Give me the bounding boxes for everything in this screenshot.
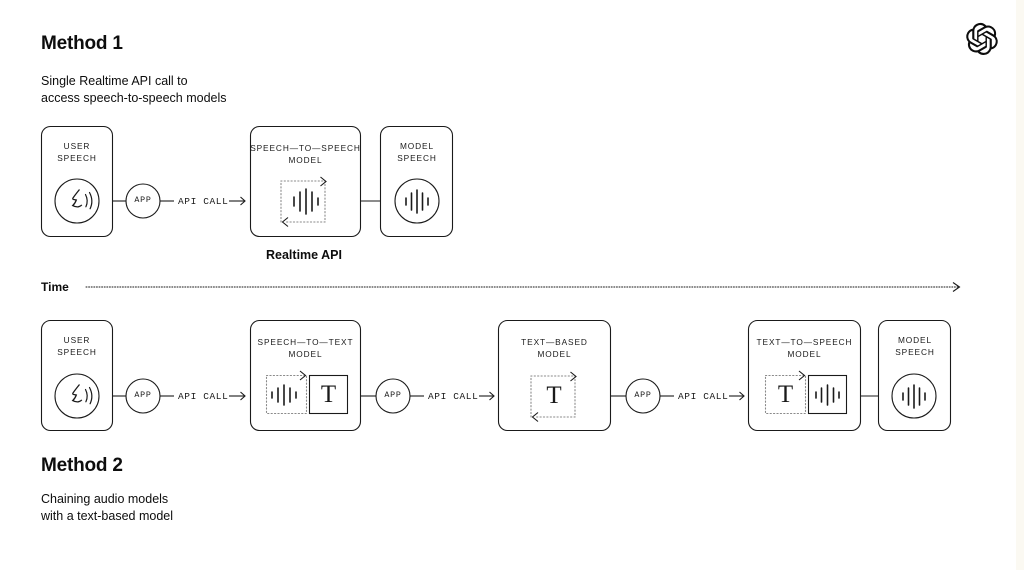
speaking-head-icon (54, 178, 100, 224)
text-glyph-tbm: T (546, 382, 562, 409)
loop-arrow-right-2 (570, 371, 577, 382)
app-label-4: APP (634, 391, 652, 400)
text-glyph-box-1 (308, 374, 349, 415)
method2-heading: Method 2 (41, 455, 123, 476)
waveform-icon-3 (815, 384, 840, 406)
text-based-model-label: TEXT—BASED MODEL (521, 337, 588, 359)
openai-logo (966, 22, 998, 56)
text-glyph-stt: T (320, 381, 337, 408)
api-call-label-4: API CALL (678, 391, 729, 402)
user-speech-box (40, 125, 114, 238)
method1-flow (40, 125, 454, 238)
model-speech-label: MODEL SPEECH (397, 141, 437, 163)
waveform-icon-2 (271, 384, 297, 406)
text-to-speech-label: TEXT—TO—SPEECH MODEL (756, 337, 853, 359)
user-speech-label: USER SPEECH (57, 141, 97, 163)
app-label-3: APP (384, 391, 402, 400)
loop-arrow-left-1 (281, 217, 289, 227)
loop-arrow-left-2 (531, 412, 539, 422)
speech-to-text-label: SPEECH—TO—TEXT MODEL (257, 337, 354, 359)
realtime-api-caption: Realtime API (266, 248, 342, 262)
loop-dotted-path-2 (530, 375, 576, 418)
dotted-text-frame (764, 374, 807, 415)
api-call-label-1: API CALL (178, 196, 229, 207)
loop-dotted-path-1 (280, 180, 326, 223)
right-edge-strip (1016, 0, 1024, 570)
waveform-circle-icon-1 (394, 178, 440, 224)
api-call-label-3: API CALL (428, 391, 479, 402)
stt-arrow (299, 370, 307, 381)
app-label-2: APP (134, 391, 152, 400)
user-speech-box-2 (40, 319, 114, 432)
loop-arrow-right-1 (320, 176, 327, 187)
user-speech-label-2: USER SPEECH (57, 335, 97, 357)
method1-heading: Method 1 (41, 33, 123, 54)
api-call-label-2: API CALL (178, 391, 229, 402)
timeline-arrowhead (952, 282, 961, 292)
waveform-icon-1 (293, 188, 319, 215)
tts-arrow (798, 370, 806, 381)
speaking-head-icon-2 (54, 373, 100, 419)
timeline-axis (85, 282, 961, 292)
method2-description: Chaining audio models with a text-based … (41, 492, 174, 523)
timeline-label: Time (41, 280, 69, 294)
text-glyph-tts: T (777, 381, 794, 408)
method1-description: Single Realtime API call to access speec… (41, 74, 227, 105)
app-label-1: APP (134, 196, 152, 205)
speech-to-speech-label: SPEECH—TO—SPEECH MODEL (250, 143, 361, 165)
model-speech-box-2 (877, 319, 952, 432)
model-speech-box (379, 125, 454, 238)
model-speech-label-2: MODEL SPEECH (895, 335, 935, 357)
dotted-waveform-frame (265, 374, 308, 415)
waveform-circle-icon-2 (891, 373, 937, 419)
